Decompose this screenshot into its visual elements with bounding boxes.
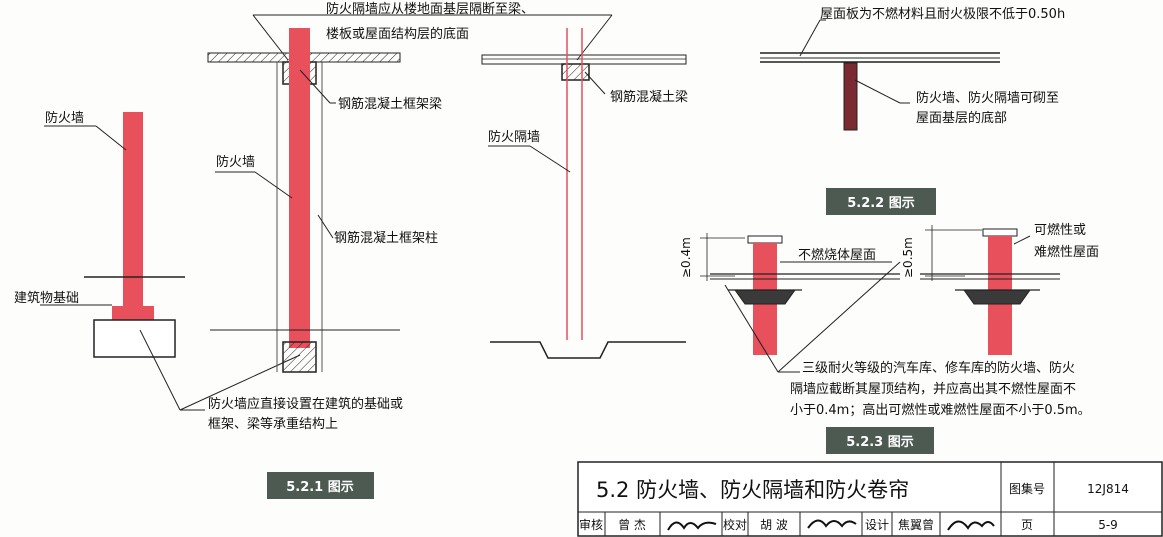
- page-no: 5-9: [1098, 518, 1118, 532]
- firewall-in-frame: [289, 28, 310, 348]
- title-block: 5.2 防火墙、防火隔墙和防火卷帘 图集号 12J814 审核 曾 杰 校对 胡…: [577, 461, 1163, 537]
- fig2-beam-label-right: 钢筋混凝土梁: [610, 89, 688, 105]
- fig-522: 屋面板为不燃材料且耐火极限不低于0.50h 防火墙、防火隔墙可砌至 屋面基层的底…: [760, 6, 1065, 215]
- fig2-top-note-line2: 楼板或屋面结构层的底面: [326, 26, 469, 42]
- fig1-foundation-label: 建筑物基础: [14, 290, 79, 306]
- foundation-block: [93, 319, 176, 358]
- wall-to-roof-base: [843, 62, 858, 131]
- firewall-left: [123, 112, 143, 310]
- fig4-combustible-line1: 可燃性或: [1034, 222, 1086, 238]
- fig2-beam-label: 钢筋混凝土框架梁: [338, 96, 442, 112]
- caption-522-bg: [826, 188, 936, 215]
- caption-522: 5.2.2 图示: [847, 196, 915, 211]
- fig4-combustible-line2: 难燃性屋面: [1034, 244, 1099, 260]
- review-label: 审核: [579, 517, 603, 532]
- fig4-noncombustible: 不燃烧体屋面: [798, 247, 876, 263]
- partition-beam: [561, 63, 590, 81]
- fig3-wall-note-line2: 屋面基层的底部: [916, 110, 1007, 126]
- title-block-title: 5.2 防火墙、防火隔墙和防火卷帘: [596, 478, 909, 502]
- fig-523: ≥0.4m 不燃烧体屋面 ≥0.5m 可燃性或 难燃性屋面 三级耐火等级的汽车库…: [679, 222, 1099, 454]
- dim-right: ≥0.5m: [901, 237, 915, 278]
- fig2-top-note-line1: 防火隔墙应从楼地面基层隔断至梁、: [326, 1, 534, 17]
- caption-523: 5.2.3 图示: [846, 435, 914, 450]
- fig-521: 防火墙 建筑物基础 防火墙应直接设置在建筑的基础或 框架、梁等承重结构上 5.2…: [14, 110, 403, 499]
- page-label: 页: [1021, 518, 1033, 532]
- check-label: 校对: [723, 517, 747, 532]
- reviewer-signature: [667, 521, 717, 531]
- fig-frame: 防火隔墙应从楼地面基层隔断至梁、 楼板或屋面结构层的底面 钢筋混凝土框架梁 防火…: [207, 1, 688, 373]
- fig4-note-line3: 小于0.4m；高出可燃性或难燃性屋面不小于0.5m。: [790, 402, 1091, 418]
- design-label: 设计: [865, 518, 889, 532]
- frame-footing: [282, 341, 317, 373]
- atlas-no: 12J814: [1087, 482, 1129, 496]
- fig2-partition-label: 防火隔墙: [488, 129, 540, 145]
- firewall-left-base: [112, 306, 154, 320]
- designer-signature: [947, 520, 995, 531]
- fig2-column-label: 钢筋混凝土框架柱: [334, 230, 438, 246]
- fig4-note-line1: 三级耐火等级的汽车库、修车库的防火墙、防火: [802, 360, 1075, 376]
- caption-521: 5.2.1 图示: [286, 480, 354, 495]
- atlas-label: 图集号: [1009, 481, 1045, 496]
- fig2-wall-label: 防火墙: [216, 154, 255, 170]
- dim-left: ≥0.4m: [679, 237, 693, 278]
- fig3-roof-note: 屋面板为不燃材料且耐火极限不低于0.50h: [820, 6, 1065, 22]
- fig4-note-line2: 隔墙应截断其屋顶结构，并应高出其不燃性屋面不: [790, 381, 1076, 397]
- caption-523-bg: [826, 427, 934, 454]
- caption-521-bg: [267, 472, 374, 499]
- fig1-note-line2: 框架、梁等承重结构上: [208, 416, 338, 432]
- reviewer: 曾 杰: [618, 518, 646, 532]
- fig3-wall-note-line1: 防火墙、防火隔墙可砌至: [916, 90, 1059, 106]
- fig1-wall-label: 防火墙: [45, 110, 84, 126]
- fig1-note-line1: 防火墙应直接设置在建筑的基础或: [208, 396, 403, 412]
- designer: 焦翼曾: [898, 518, 934, 532]
- checker: 胡 波: [760, 518, 788, 532]
- checker-signature: [807, 519, 857, 529]
